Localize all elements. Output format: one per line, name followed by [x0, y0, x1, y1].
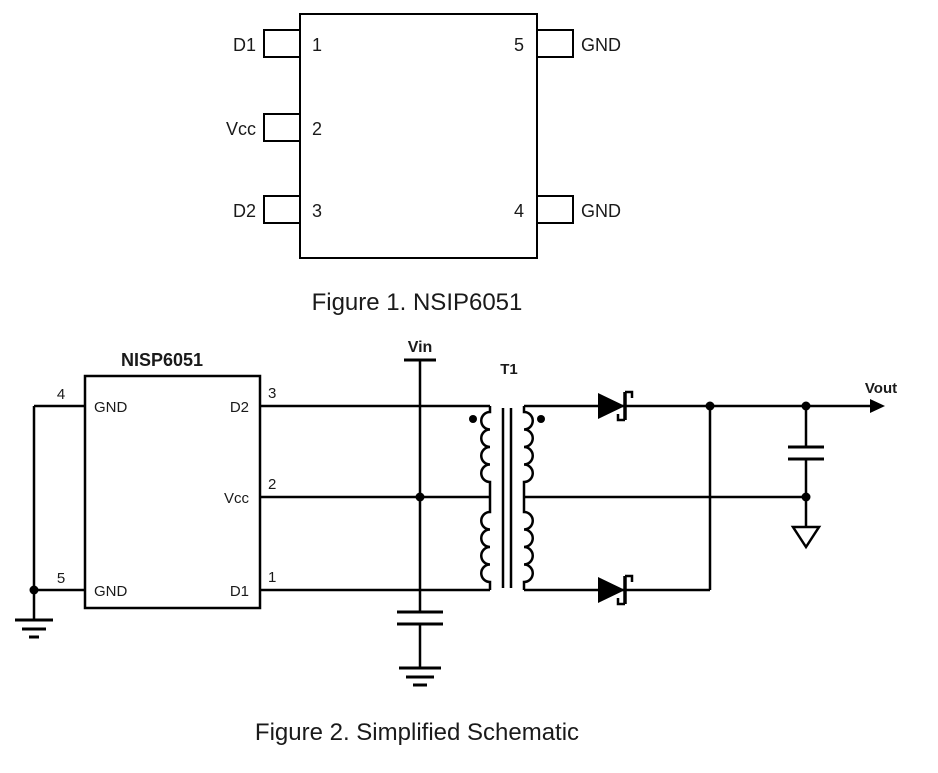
pin5-number: 5 [514, 35, 524, 55]
package-body [299, 13, 538, 259]
figure1-labels: D1 Vcc D2 1 2 3 5 4 GND GND [226, 35, 621, 221]
vout-label: Vout [865, 380, 897, 397]
pin5-label: GND [581, 35, 621, 55]
pin4-lead [536, 195, 574, 224]
pin2-lead [263, 113, 301, 142]
junction-dot-cap-top [801, 401, 811, 411]
pin3-number: 3 [268, 385, 276, 402]
diode-anode-triangle [598, 577, 625, 603]
output-capacitor-icon [788, 445, 824, 461]
diode-anode-triangle [598, 393, 625, 419]
pin2-label: Vcc [224, 490, 250, 507]
schottky-hooks [616, 574, 634, 606]
junction-dot-cap-bottom [801, 492, 811, 502]
schottky-diode-top-icon [598, 390, 634, 422]
chip-pin-labels: 4 5 GND GND D2 Vcc D1 3 2 1 [57, 385, 277, 600]
gnd-return-wires [32, 404, 85, 620]
junction-dot-rectifier [705, 401, 715, 411]
pin3-number: 3 [312, 201, 322, 221]
figure1-caption: Figure 1. NSIP6051 [312, 289, 523, 316]
pin4-label: GND [581, 201, 621, 221]
pin1-label: D1 [230, 583, 249, 600]
phase-dot-secondary [537, 415, 545, 423]
vin-label: Vin [408, 339, 433, 356]
pin3-label: D2 [230, 399, 249, 416]
pin3-label: D2 [233, 201, 256, 221]
pin4-label: GND [94, 399, 128, 416]
pin4-number: 4 [57, 386, 65, 403]
pin1-number: 1 [268, 569, 276, 586]
chip-body [83, 374, 262, 610]
pin3-lead [263, 195, 301, 224]
schottky-diode-bottom-icon [598, 574, 634, 606]
transformer-label: T1 [500, 361, 518, 378]
pin4-number: 4 [514, 201, 524, 221]
junction-dot-gnd [29, 585, 39, 595]
transformer-primary-winding [480, 406, 492, 590]
pin5-lead [536, 29, 574, 58]
earth-ground-icon-bottom [399, 666, 441, 687]
pin2-label: Vcc [226, 119, 256, 139]
schottky-hooks [616, 390, 634, 422]
figure2-caption: Figure 2. Simplified Schematic [255, 719, 579, 746]
pin5-number: 5 [57, 570, 65, 587]
pin2-number: 2 [268, 476, 276, 493]
phase-dot-primary [469, 415, 477, 423]
secondary-wires [524, 404, 872, 592]
pin1-number: 1 [312, 35, 322, 55]
vout-arrowhead [870, 399, 885, 413]
primary-wires [260, 404, 490, 592]
pin1-lead [263, 29, 301, 58]
chip-title: NISP6051 [121, 350, 203, 370]
signal-ground-icon [790, 525, 822, 550]
pin5-label: GND [94, 583, 128, 600]
pin2-number: 2 [312, 119, 322, 139]
pin1-label: D1 [233, 35, 256, 55]
junction-dot-vin-vcc [415, 492, 425, 502]
vin-branch [397, 358, 443, 668]
earth-ground-icon-left [15, 618, 53, 639]
figure1-pinout-diagram [263, 13, 574, 259]
